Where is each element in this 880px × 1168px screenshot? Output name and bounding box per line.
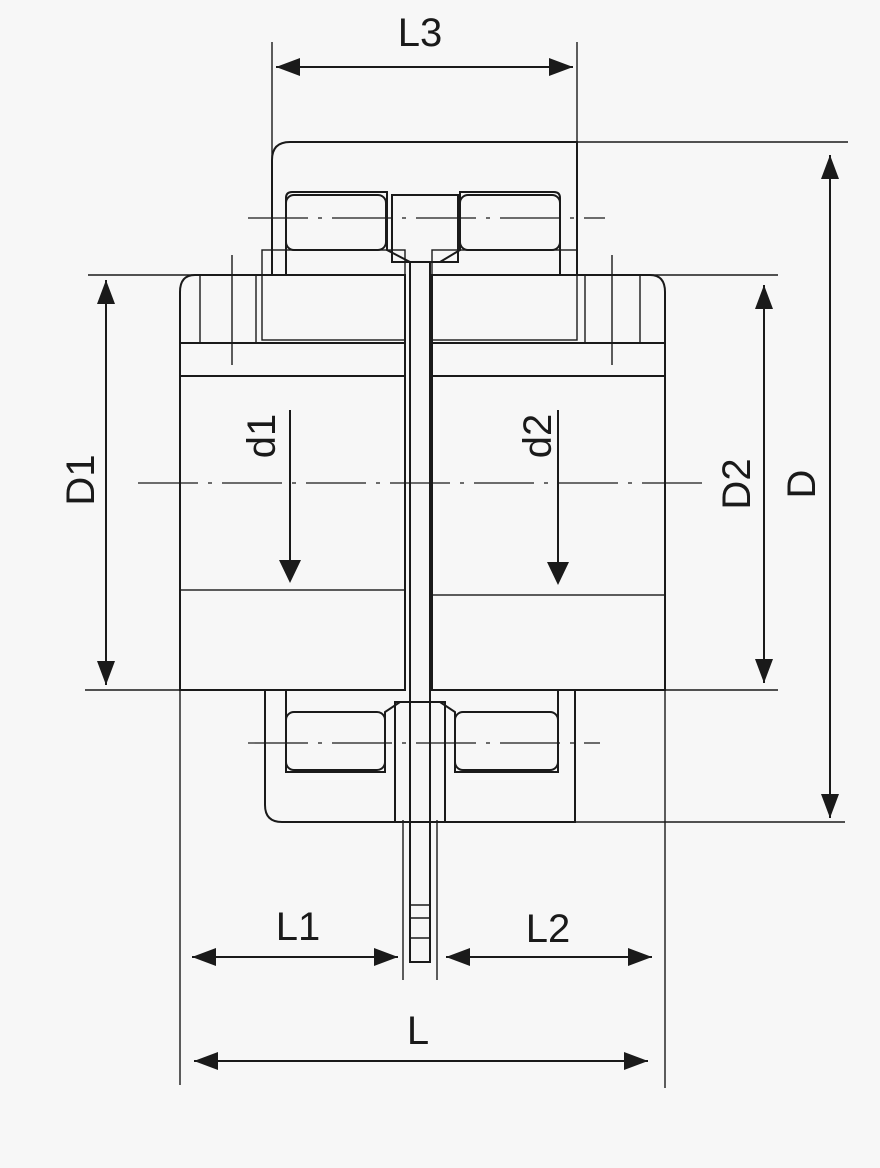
center-disc bbox=[391, 194, 459, 980]
elastic-ring-bottom bbox=[264, 689, 576, 823]
left-hub bbox=[179, 249, 406, 691]
dimension-d1-bore: d1 bbox=[240, 410, 301, 583]
label-l1: L1 bbox=[276, 905, 321, 949]
label-l2: L2 bbox=[526, 907, 571, 951]
label-d2-bore: d2 bbox=[516, 414, 560, 459]
dimension-l1: L1 bbox=[192, 905, 398, 966]
dimension-d2-bore: d2 bbox=[516, 410, 569, 585]
label-d1-bore: d1 bbox=[240, 414, 284, 459]
label-d: D bbox=[780, 470, 824, 499]
label-d2: D2 bbox=[715, 458, 759, 509]
dimension-d: D bbox=[780, 155, 839, 818]
label-d1: D1 bbox=[59, 454, 103, 505]
dimension-l2: L2 bbox=[446, 907, 652, 966]
label-l: L bbox=[407, 1009, 429, 1053]
extension-lines bbox=[85, 42, 848, 1088]
dimension-d2: D2 bbox=[715, 285, 773, 683]
elastic-ring-top bbox=[271, 141, 578, 276]
right-hub bbox=[431, 249, 666, 691]
dimension-l3: L3 bbox=[276, 11, 573, 76]
dimension-l: L bbox=[194, 1009, 648, 1070]
dimension-d1: D1 bbox=[59, 280, 115, 685]
label-l3: L3 bbox=[398, 11, 443, 55]
